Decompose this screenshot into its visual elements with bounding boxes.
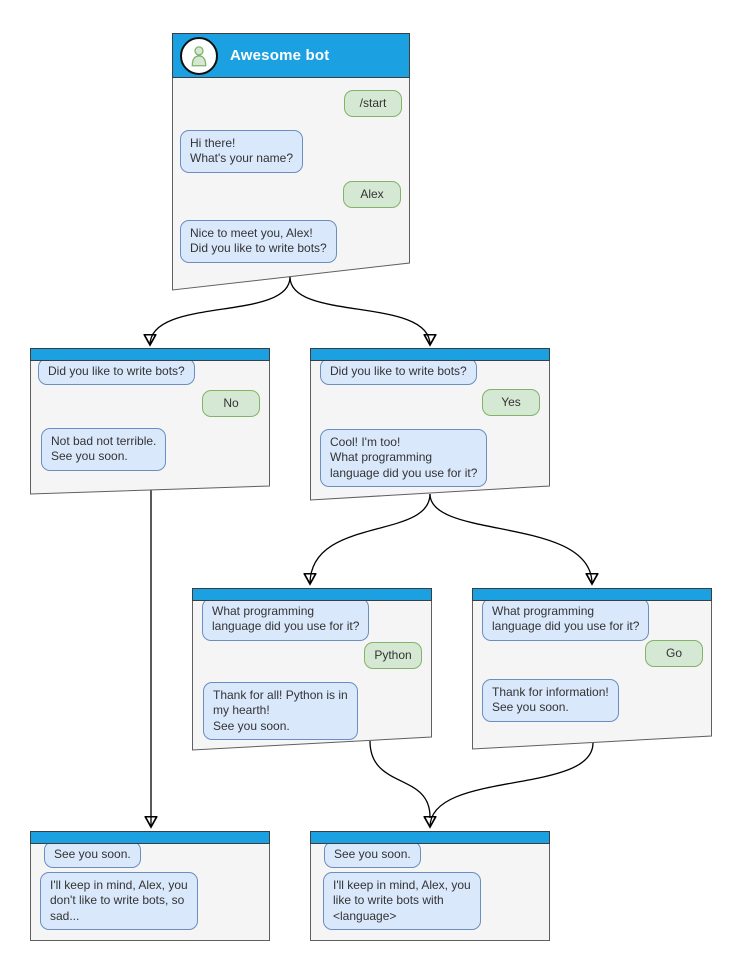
window-title-bar xyxy=(30,831,270,844)
arrow-yes-to-python xyxy=(310,493,431,584)
bot-message-bubble: See you soon. xyxy=(44,841,141,869)
chat-window-python-branch: What programming language did you use fo… xyxy=(192,588,432,751)
user-message-bubble: Python xyxy=(364,642,422,670)
bot-message-bubble: What programming language did you use fo… xyxy=(482,598,650,641)
arrow-python-to-end xyxy=(369,740,431,819)
window-title-bar xyxy=(472,588,712,601)
chat-window-no-branch: Did you like to write bots? No Not bad n… xyxy=(30,348,270,496)
bot-message-bubble: Thank for information! See you soon. xyxy=(482,679,619,722)
bot-message-bubble: Thank for all! Python is in my hearth! S… xyxy=(203,682,358,741)
user-message-bubble: No xyxy=(202,390,260,418)
user-message-bubble: Alex xyxy=(343,181,401,209)
window-title-bar xyxy=(310,831,550,844)
bot-message-bubble: Hi there! What's your name? xyxy=(180,130,304,173)
bot-message-bubble: I'll keep in mind, Alex, you like to wri… xyxy=(323,872,481,931)
user-message-bubble: /start xyxy=(344,90,402,118)
arrow-root-to-yes xyxy=(289,276,430,345)
chat-window-go-branch: What programming language did you use fo… xyxy=(472,588,712,750)
bot-message-bubble: See you soon. xyxy=(324,841,421,869)
window-title-bar: Awesome bot xyxy=(172,33,410,78)
user-icon xyxy=(191,45,207,66)
chat-window-end-no: See you soon. I'll keep in mind, Alex, y… xyxy=(30,831,270,941)
bot-message-bubble: Nice to meet you, Alex! Did you like to … xyxy=(180,220,337,263)
bot-message-bubble: Did you like to write bots? xyxy=(38,358,195,386)
bot-avatar xyxy=(180,36,218,75)
user-message-bubble: Yes xyxy=(482,389,540,417)
window-title-bar xyxy=(310,348,550,361)
arrow-yes-to-go xyxy=(429,493,592,584)
window-title-bar xyxy=(192,588,432,601)
bot-message-bubble: Did you like to write bots? xyxy=(320,358,477,386)
chat-window-yes-branch: Did you like to write bots? Yes Cool! I'… xyxy=(310,348,550,501)
user-message-bubble: Go xyxy=(645,640,703,668)
chat-window-end-yes: See you soon. I'll keep in mind, Alex, y… xyxy=(310,831,550,941)
arrow-root-to-no xyxy=(150,276,291,345)
bot-message-bubble: What programming language did you use fo… xyxy=(202,598,370,641)
bot-message-bubble: Not bad not terrible. See you soon. xyxy=(41,428,167,471)
window-title-bar xyxy=(30,348,270,361)
arrow-go-to-end xyxy=(430,742,594,827)
window-title: Awesome bot xyxy=(230,47,330,64)
chat-window-root: Awesome bot /start Hi there! What's your… xyxy=(172,33,410,291)
bot-message-bubble: I'll keep in mind, Alex, you don't like … xyxy=(40,872,198,931)
bot-message-bubble: Cool! I'm too! What programming language… xyxy=(320,429,488,488)
